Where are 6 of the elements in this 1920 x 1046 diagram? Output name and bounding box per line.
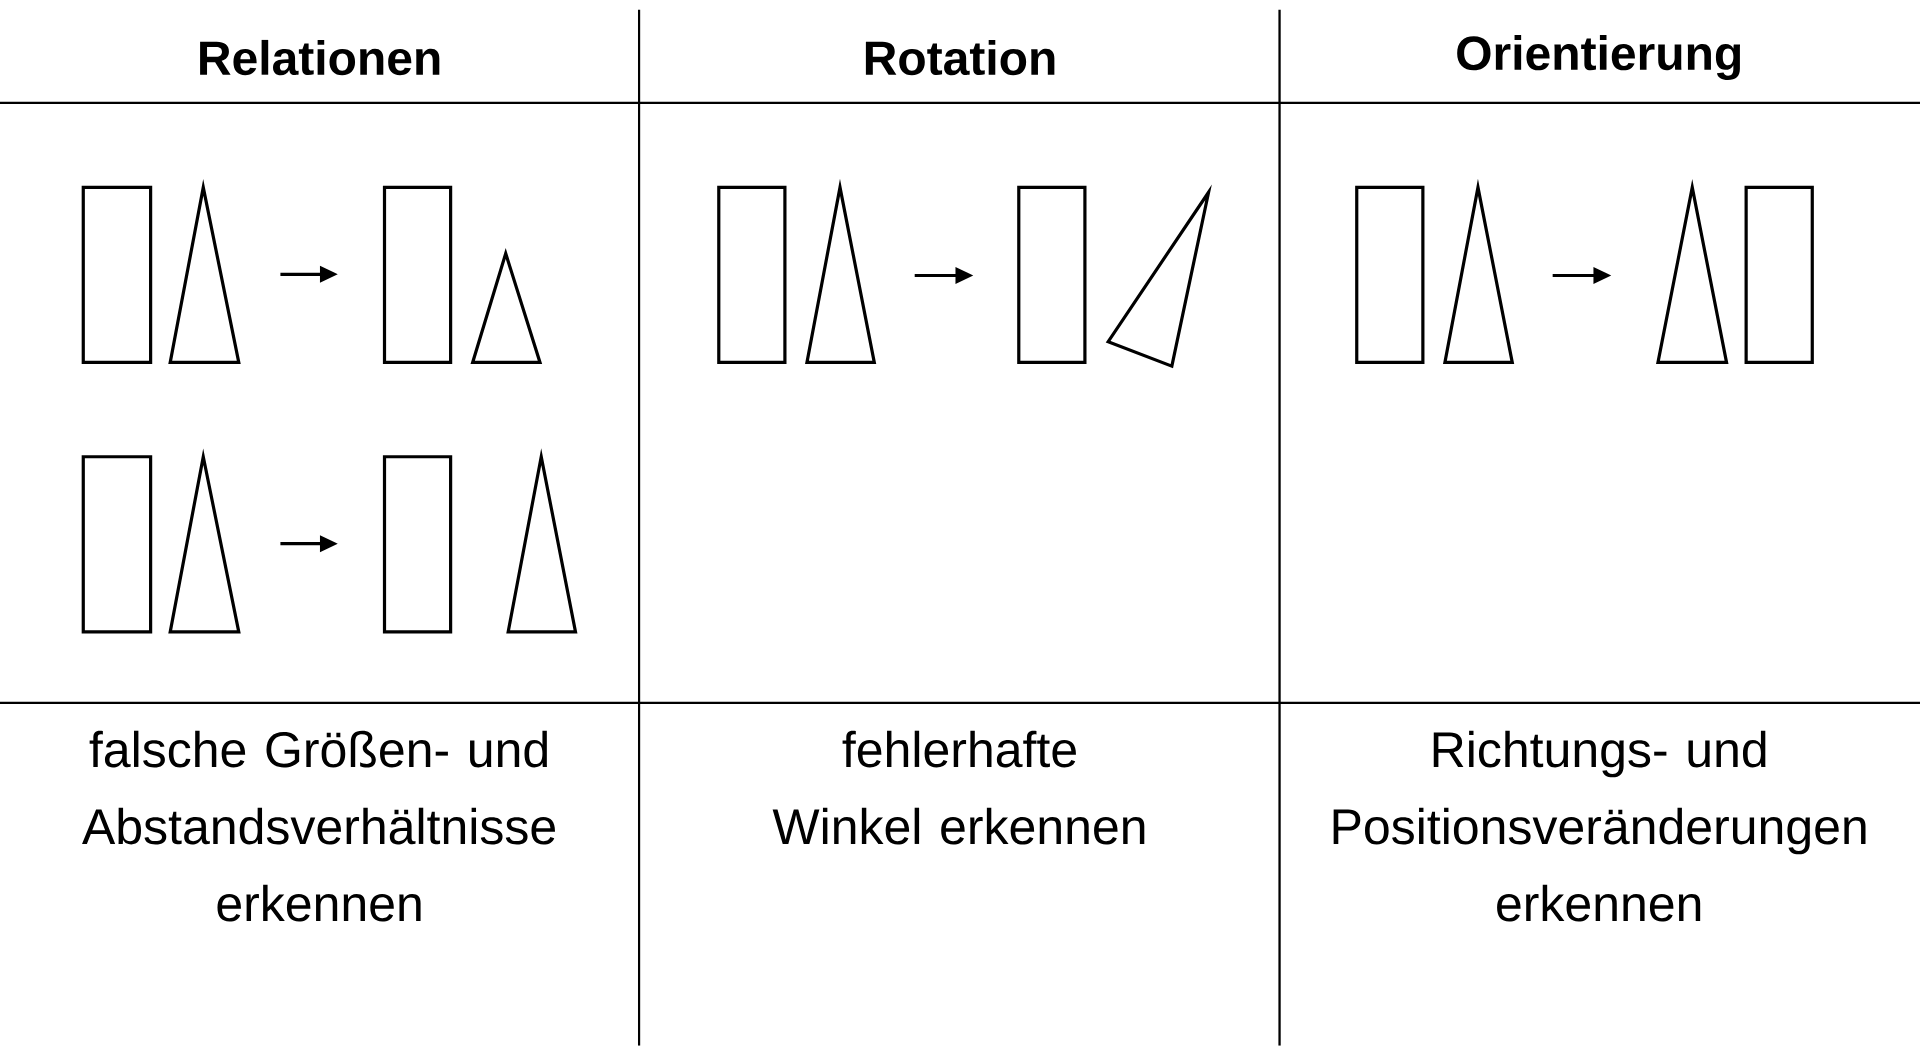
cell-text: falsche Größen- und Abstandsverhältnisse erkennen bbox=[82, 730, 555, 922]
column-header: Relationen bbox=[200, 40, 440, 76]
cell-text: Richtungs- und Positionsveränderungen erkennen bbox=[1333, 730, 1866, 922]
column-header: Orientierung bbox=[1457, 35, 1740, 81]
column-header: Rotation bbox=[865, 40, 1055, 76]
cell-text: fehlerhafte Winkel erkennen bbox=[772, 730, 1145, 845]
